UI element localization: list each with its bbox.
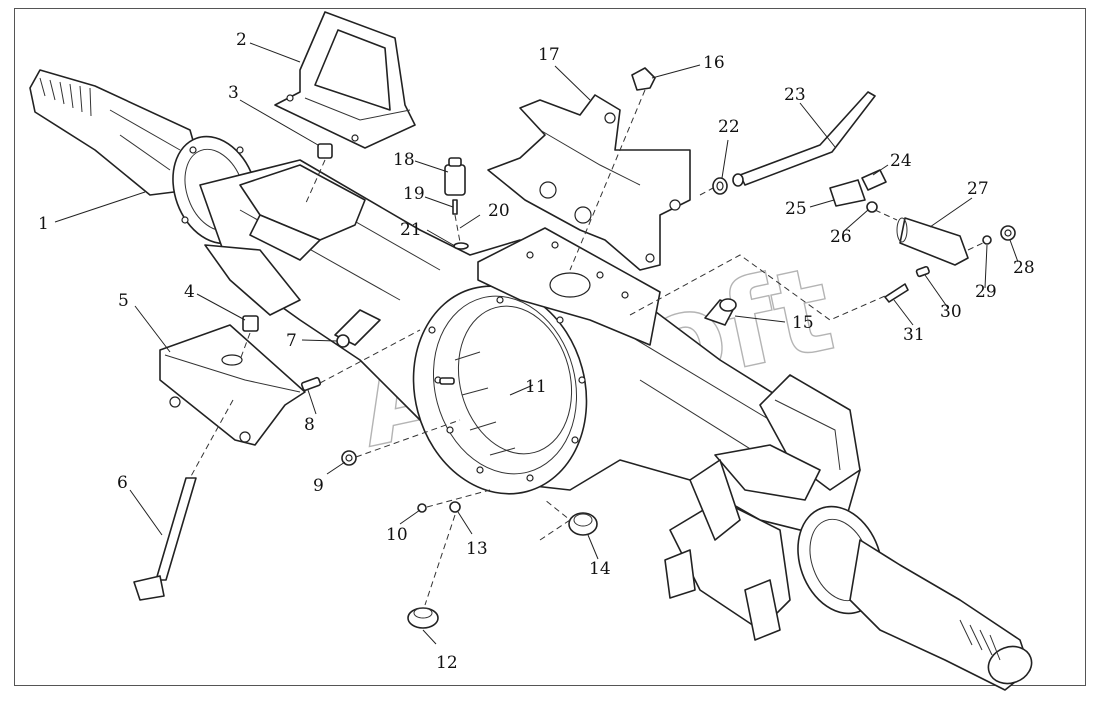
callouts: 1 2 3 4 5 6 7 8 9 10 11 12 13 14 15 16 1… — [38, 30, 1035, 673]
part-5-spring-plate — [159, 324, 306, 446]
callout-21: 21 — [400, 220, 422, 240]
part-9-nut — [341, 450, 357, 466]
callout-13: 13 — [466, 539, 488, 559]
part-13-bolt — [449, 501, 461, 513]
callout-8: 8 — [304, 415, 315, 435]
callout-4: 4 — [184, 282, 195, 302]
part-23-lever-shaft — [732, 91, 876, 187]
part-26-nut — [866, 201, 878, 213]
part-2-spring-seat-cap — [274, 11, 416, 149]
callout-9: 9 — [313, 476, 324, 496]
part-7-fitting — [336, 334, 350, 348]
callout-14: 14 — [589, 559, 611, 579]
part-16-bolt — [631, 67, 656, 91]
part-21-washer — [453, 242, 469, 250]
callout-18: 18 — [393, 150, 415, 170]
callout-30: 30 — [940, 302, 962, 322]
part-24-clevis — [861, 169, 887, 191]
part-19-pin — [452, 199, 458, 215]
part-8-pin — [300, 376, 322, 392]
part-14-cover-plug — [568, 512, 598, 536]
part-11-stud — [439, 377, 455, 385]
callout-11: 11 — [525, 377, 547, 397]
part-31-stud — [884, 283, 909, 303]
part-6-bolt — [133, 477, 197, 601]
part-27-brake-cylinder — [896, 217, 969, 266]
part-15-breather — [704, 298, 737, 326]
callout-29: 29 — [975, 282, 997, 302]
part-18-sensor — [444, 157, 466, 196]
part-28-nut — [1000, 225, 1016, 241]
callout-5: 5 — [118, 291, 129, 311]
part-3-bushing — [317, 143, 333, 159]
callout-25: 25 — [785, 199, 807, 219]
diagram-frame — [14, 8, 1086, 686]
part-22-washer — [712, 177, 728, 195]
callout-12: 12 — [436, 653, 458, 673]
callout-23: 23 — [784, 85, 806, 105]
part-17-bracket — [487, 94, 691, 271]
part-29-washer — [982, 235, 992, 245]
callout-28: 28 — [1013, 258, 1035, 278]
part-25-clevis-body — [829, 179, 866, 207]
callout-7: 7 — [286, 331, 297, 351]
leader-lines — [54, 42, 1019, 645]
callout-27: 27 — [967, 179, 989, 199]
part-30-spacer — [915, 265, 930, 278]
callout-19: 19 — [403, 184, 425, 204]
callout-10: 10 — [386, 525, 408, 545]
callout-20: 20 — [488, 201, 510, 221]
callout-1: 1 — [38, 214, 49, 234]
assembly-lines — [189, 89, 986, 606]
axle-housing — [29, 69, 1033, 691]
callout-26: 26 — [830, 227, 852, 247]
callout-2: 2 — [236, 30, 247, 50]
part-4-bushing — [242, 315, 259, 332]
callout-3: 3 — [228, 83, 239, 103]
callout-15: 15 — [792, 313, 814, 333]
callout-22: 22 — [718, 117, 740, 137]
callout-17: 17 — [538, 45, 560, 65]
callout-31: 31 — [903, 325, 925, 345]
callout-16: 16 — [703, 53, 725, 73]
callout-24: 24 — [890, 151, 912, 171]
callout-6: 6 — [117, 473, 128, 493]
part-12-drain-cap — [407, 607, 439, 629]
